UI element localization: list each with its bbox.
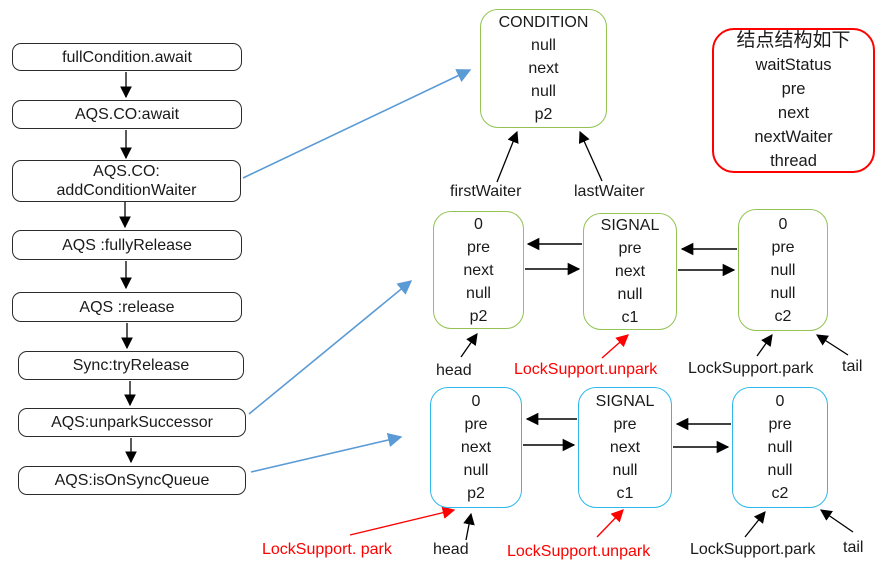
parked-head-label: head — [433, 541, 469, 558]
node-field: 0 — [474, 215, 483, 233]
parked-unpark-arrow — [596, 509, 624, 538]
last-waiter-label: lastWaiter — [574, 183, 645, 200]
flow-step-release: AQS :release — [12, 292, 242, 322]
node-field: null — [767, 439, 793, 456]
node-field: next — [460, 439, 492, 456]
flow-step-label: AQS:unparkSuccessor — [51, 414, 213, 431]
parked-head-arrow — [463, 512, 475, 541]
node-field: null — [531, 83, 556, 100]
node-field: null — [617, 286, 643, 303]
parked-queue-node-signal: SIGNAL pre next null c1 — [578, 387, 672, 508]
node-field: next — [614, 263, 646, 280]
node-field: null — [531, 37, 556, 54]
flow-step-label: AQS:isOnSyncQueue — [54, 472, 210, 489]
released-unpark-label: LockSupport.unpark — [514, 361, 658, 378]
legend-field: next — [777, 103, 810, 122]
node-field: SIGNAL — [600, 217, 660, 234]
node-field: null — [612, 462, 638, 479]
blue-arrow-isonsyncqueue — [250, 432, 403, 473]
legend-title: 结点结构如下 — [736, 29, 851, 51]
parked-park-label: LockSupport.park — [690, 541, 816, 558]
legend-field: nextWaiter — [754, 127, 833, 146]
released-head-label: head — [436, 362, 472, 379]
first-waiter-arrow — [496, 130, 519, 183]
node-field: c2 — [771, 485, 789, 502]
node-field: next — [528, 60, 559, 77]
node-field: next — [609, 439, 641, 456]
parked-park-arrow — [744, 511, 766, 538]
flow-step-label: Sync:tryRelease — [72, 357, 190, 374]
node-field: next — [463, 261, 494, 279]
node-field: pre — [771, 238, 795, 256]
node-structure-legend: 结点结构如下 waitStatus pre next nextWaiter th… — [712, 28, 875, 173]
node-field: null — [770, 284, 796, 302]
last-waiter-arrow — [578, 130, 603, 182]
first-waiter-label: firstWaiter — [450, 183, 522, 200]
released-park-label: LockSupport.park — [688, 360, 814, 377]
node-field: c1 — [616, 485, 634, 502]
condition-queue-node: CONDITION null next null p2 — [480, 9, 607, 128]
flow-step-label: AQS :release — [79, 298, 175, 316]
released-queue-node-signal: SIGNAL pre next null c1 — [583, 213, 677, 330]
parked-tail-arrow — [820, 509, 854, 533]
flow-step-unparksuccessor: AQS:unparkSuccessor — [18, 408, 246, 437]
node-field: pre — [768, 416, 792, 433]
node-field: pre — [618, 240, 642, 257]
flow-step-label: fullCondition.await — [62, 48, 192, 66]
node-field: c2 — [774, 307, 792, 325]
blue-arrow-unparksuccessor — [248, 280, 413, 415]
node-field: p2 — [534, 106, 553, 123]
flow-step-aqs-co-await: AQS.CO:await — [12, 100, 242, 129]
released-queue-node-tail: 0 pre null null c2 — [738, 209, 828, 331]
node-field: 0 — [471, 393, 481, 410]
legend-field: waitStatus — [755, 55, 832, 74]
flow-step-fullcondition-await: fullCondition.await — [12, 43, 242, 71]
node-field: pre — [613, 416, 637, 433]
flow-step-tryrelease: Sync:tryRelease — [18, 351, 244, 380]
released-tail-label: tail — [842, 358, 863, 375]
node-field: null — [466, 284, 491, 302]
node-field: p2 — [469, 307, 488, 325]
flow-step-label: AQS.CO: addConditionWaiter — [56, 163, 197, 199]
parked-park-red-label: LockSupport. park — [262, 541, 392, 558]
released-unpark-arrow — [601, 334, 629, 359]
node-field: null — [767, 462, 793, 479]
flow-step-label: AQS.CO:await — [74, 106, 180, 123]
flow-step-label: AQS :fullyRelease — [62, 236, 192, 254]
flow-step-addconditionwaiter: AQS.CO: addConditionWaiter — [12, 160, 241, 202]
flow-step-isonsyncqueue: AQS:isOnSyncQueue — [18, 466, 246, 495]
legend-field: thread — [770, 151, 817, 170]
node-field: p2 — [467, 485, 485, 502]
parked-queue-node-tail: 0 pre null null c2 — [732, 387, 828, 508]
node-field: 0 — [778, 215, 788, 233]
node-field: 0 — [775, 393, 785, 410]
node-field: null — [770, 261, 796, 279]
released-park-arrow — [756, 334, 773, 357]
legend-field: pre — [781, 79, 806, 98]
flow-step-fullyrelease: AQS :fullyRelease — [12, 230, 242, 260]
node-field: c1 — [621, 309, 639, 326]
node-field: null — [463, 462, 489, 479]
node-field: pre — [466, 238, 491, 256]
released-head-arrow — [460, 333, 478, 358]
released-tail-arrow — [816, 334, 849, 356]
parked-park-red-arrow — [349, 506, 456, 536]
released-queue-node-head: 0 pre next null p2 — [433, 211, 524, 329]
parked-tail-label: tail — [843, 539, 864, 556]
parked-queue-node-head: 0 pre next null p2 — [430, 387, 522, 508]
node-field: SIGNAL — [595, 393, 655, 410]
node-field: CONDITION — [498, 14, 589, 31]
node-field: pre — [464, 416, 488, 433]
parked-unpark-label: LockSupport.unpark — [507, 543, 651, 560]
blue-arrow-addconditionwaiter — [242, 69, 472, 179]
